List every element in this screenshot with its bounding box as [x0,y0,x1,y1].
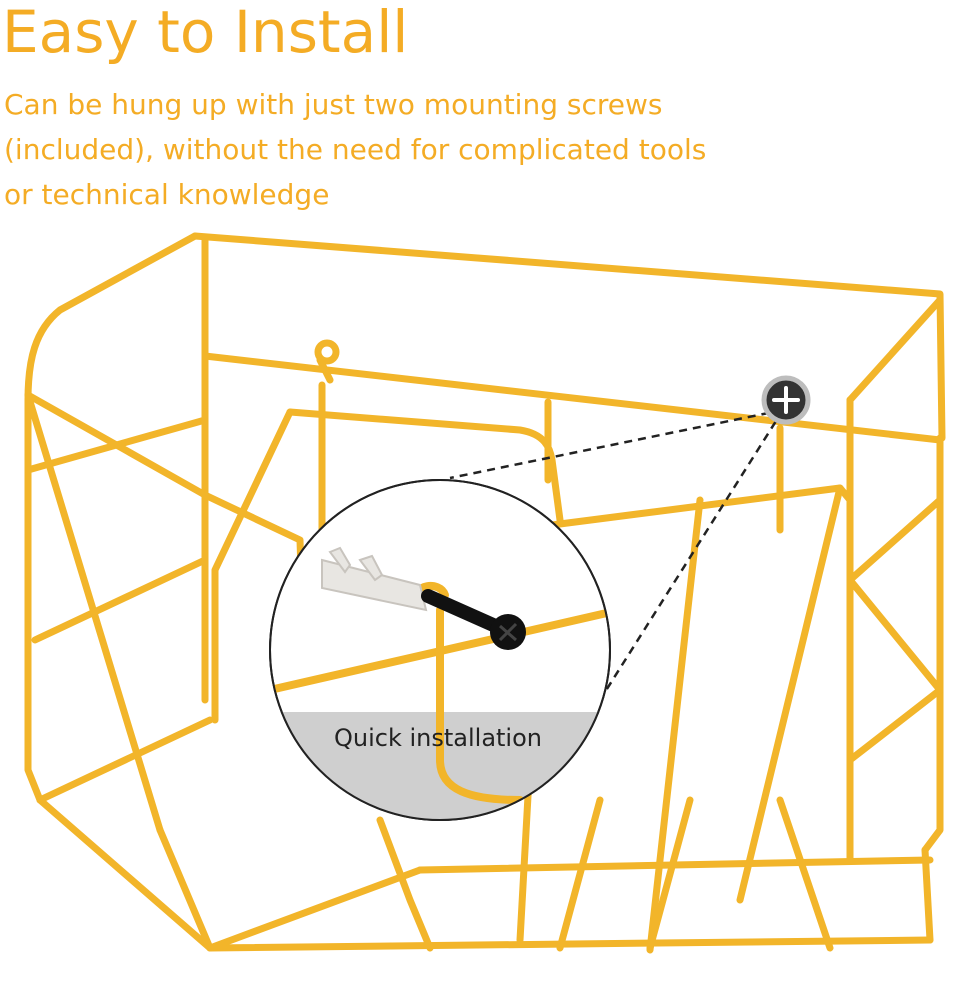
subtext-line-1: Can be hung up with just two mounting sc… [4,88,663,121]
screw [421,589,526,650]
installation-callout [269,479,611,821]
wire-basket [24,232,946,954]
subtext: Can be hung up with just two mounting sc… [4,82,864,217]
callout-guides [449,408,785,693]
subtext-line-3: or technical knowledge [4,178,330,211]
headline: Easy to Install [2,0,409,66]
subtext-line-2: (included), without the need for complic… [4,133,707,166]
plus-icon [761,375,811,425]
wall-plug [321,546,428,612]
callout-caption: Quick installation [333,724,542,752]
